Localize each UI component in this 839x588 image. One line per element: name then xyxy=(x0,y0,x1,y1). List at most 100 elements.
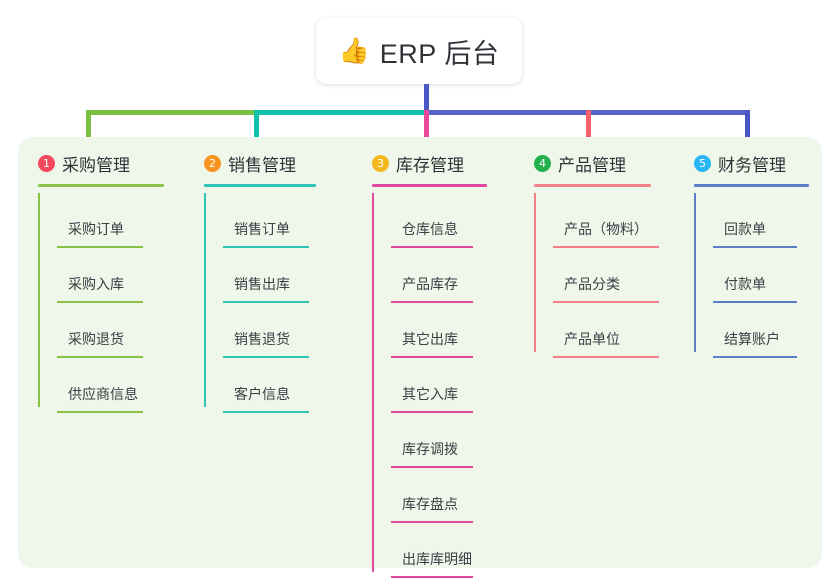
branch-item-label: 产品单位 xyxy=(564,331,620,347)
branch-item[interactable]: 产品分类 xyxy=(553,248,676,303)
branch-item-label: 产品分类 xyxy=(564,276,620,292)
branch-item-underline xyxy=(391,356,473,358)
branch-number-badge: 1 xyxy=(38,154,55,172)
branch-title: 产品管理 xyxy=(558,155,626,175)
branch-item[interactable]: 其它出库 xyxy=(391,303,516,358)
branch-item[interactable]: 库存盘点 xyxy=(391,468,516,523)
connector-drop-column-4 xyxy=(586,110,591,139)
connector-drop-column-5 xyxy=(745,110,750,139)
connector-bar-left xyxy=(86,110,256,115)
branch-item-underline xyxy=(391,411,473,413)
branch-header-underline xyxy=(534,184,651,187)
branch-item-underline xyxy=(223,246,309,248)
branch-spine xyxy=(204,193,206,407)
branch-item-label: 付款单 xyxy=(724,276,766,292)
branch-item-label: 结算账户 xyxy=(724,331,780,347)
branch-item[interactable]: 客户信息 xyxy=(223,358,354,413)
branch-item-label: 库存盘点 xyxy=(402,496,458,512)
branch-item-underline xyxy=(57,301,143,303)
branch-item[interactable]: 销售退货 xyxy=(223,303,354,358)
branch-item[interactable]: 销售出库 xyxy=(223,248,354,303)
branch-header-3[interactable]: 3 库存管理 xyxy=(372,150,516,176)
branch-item-underline xyxy=(57,411,143,413)
branch-spine xyxy=(372,193,374,572)
branch-number-badge: 4 xyxy=(534,154,551,172)
branch-item-label: 供应商信息 xyxy=(68,386,138,402)
branch-item-underline xyxy=(713,356,797,358)
branch-items: 产品（物料） 产品分类产品单位 xyxy=(534,193,676,358)
branch-item-label: 客户信息 xyxy=(234,386,290,402)
branch-column-4: 4 产品管理产品（物料） 产品分类产品单位 xyxy=(516,137,676,568)
branch-title: 财务管理 xyxy=(718,155,786,175)
branch-item-label: 采购退货 xyxy=(68,331,124,347)
branch-item[interactable]: 付款单 xyxy=(713,248,822,303)
branch-header-underline xyxy=(204,184,316,187)
branch-item-underline xyxy=(553,356,659,358)
branch-title: 库存管理 xyxy=(396,155,464,175)
branch-item-underline xyxy=(57,356,143,358)
branch-item-label: 仓库信息 xyxy=(402,221,458,237)
branch-item[interactable]: 其它入库 xyxy=(391,358,516,413)
branch-column-5: 5 财务管理回款单付款单结算账户 xyxy=(676,137,822,568)
branch-header-4[interactable]: 4 产品管理 xyxy=(534,150,676,176)
branch-column-3: 3 库存管理仓库信息产品库存其它出库其它入库库存调拨库存盘点出库库明细 xyxy=(354,137,516,578)
branch-item[interactable]: 采购订单 xyxy=(57,193,186,248)
branch-item-underline xyxy=(553,246,659,248)
branch-item-label: 采购订单 xyxy=(68,221,124,237)
connector-drop-column-3 xyxy=(424,110,429,139)
branch-columns: 1 采购管理采购订单采购入库采购退货供应商信息 2 销售管理销售订单销售出库销售退货客… xyxy=(18,137,822,578)
branch-item-underline xyxy=(713,301,797,303)
branch-header-5[interactable]: 5 财务管理 xyxy=(694,150,822,176)
branch-item-label: 产品库存 xyxy=(402,276,458,292)
branch-item-underline xyxy=(223,356,309,358)
branch-item[interactable]: 供应商信息 xyxy=(57,358,186,413)
branch-column-2: 2 销售管理销售订单销售出库销售退货客户信息 xyxy=(186,137,354,568)
branch-header-2[interactable]: 2 销售管理 xyxy=(204,150,354,176)
branch-item[interactable]: 产品库存 xyxy=(391,248,516,303)
branch-number-badge: 2 xyxy=(204,154,221,172)
branch-items: 采购订单采购入库采购退货供应商信息 xyxy=(38,193,186,413)
branch-title: 采购管理 xyxy=(62,155,130,175)
thumbs-up-icon: 👍 xyxy=(338,36,370,65)
branch-item[interactable]: 仓库信息 xyxy=(391,193,516,248)
branch-item[interactable]: 采购退货 xyxy=(57,303,186,358)
branch-title: 销售管理 xyxy=(228,155,296,175)
branch-item[interactable]: 采购入库 xyxy=(57,248,186,303)
root-title: ERP 后台 xyxy=(379,38,500,69)
connector-drop-column-1 xyxy=(86,110,91,139)
branch-item-underline xyxy=(553,301,659,303)
branch-item[interactable]: 出库库明细 xyxy=(391,523,516,578)
connector-bar-middle xyxy=(254,110,426,115)
branch-item-underline xyxy=(391,466,473,468)
branch-item-label: 销售退货 xyxy=(234,331,290,347)
branch-item-label: 采购入库 xyxy=(68,276,124,292)
branch-column-1: 1 采购管理采购订单采购入库采购退货供应商信息 xyxy=(18,137,186,568)
branch-spine xyxy=(694,193,696,352)
branch-item-label: 产品（物料） xyxy=(564,221,648,237)
branch-header-1[interactable]: 1 采购管理 xyxy=(38,150,186,176)
connector-drop-column-2 xyxy=(254,110,259,139)
branch-header-underline xyxy=(372,184,487,187)
branch-item-underline xyxy=(391,576,473,578)
root-node-card[interactable]: 👍 ERP 后台 xyxy=(316,18,522,84)
branch-number-badge: 5 xyxy=(694,154,711,172)
branch-item[interactable]: 回款单 xyxy=(713,193,822,248)
branch-items: 销售订单销售出库销售退货客户信息 xyxy=(204,193,354,413)
branch-spine xyxy=(534,193,536,352)
branch-item-underline xyxy=(391,246,473,248)
branch-item[interactable]: 产品单位 xyxy=(553,303,676,358)
branch-item-underline xyxy=(713,246,797,248)
branch-item[interactable]: 结算账户 xyxy=(713,303,822,358)
branch-item-label: 出库库明细 xyxy=(402,551,472,567)
branch-item[interactable]: 销售订单 xyxy=(223,193,354,248)
branch-item-label: 库存调拨 xyxy=(402,441,458,457)
branch-item[interactable]: 库存调拨 xyxy=(391,413,516,468)
branch-items: 仓库信息产品库存其它出库其它入库库存调拨库存盘点出库库明细 xyxy=(372,193,516,578)
branch-item[interactable]: 产品（物料） xyxy=(553,193,676,248)
branch-number-badge: 3 xyxy=(372,154,389,172)
branch-item-underline xyxy=(223,411,309,413)
branch-items: 回款单付款单结算账户 xyxy=(694,193,822,358)
branch-header-underline xyxy=(38,184,164,187)
branch-item-label: 其它入库 xyxy=(402,386,458,402)
branch-item-label: 销售出库 xyxy=(234,276,290,292)
